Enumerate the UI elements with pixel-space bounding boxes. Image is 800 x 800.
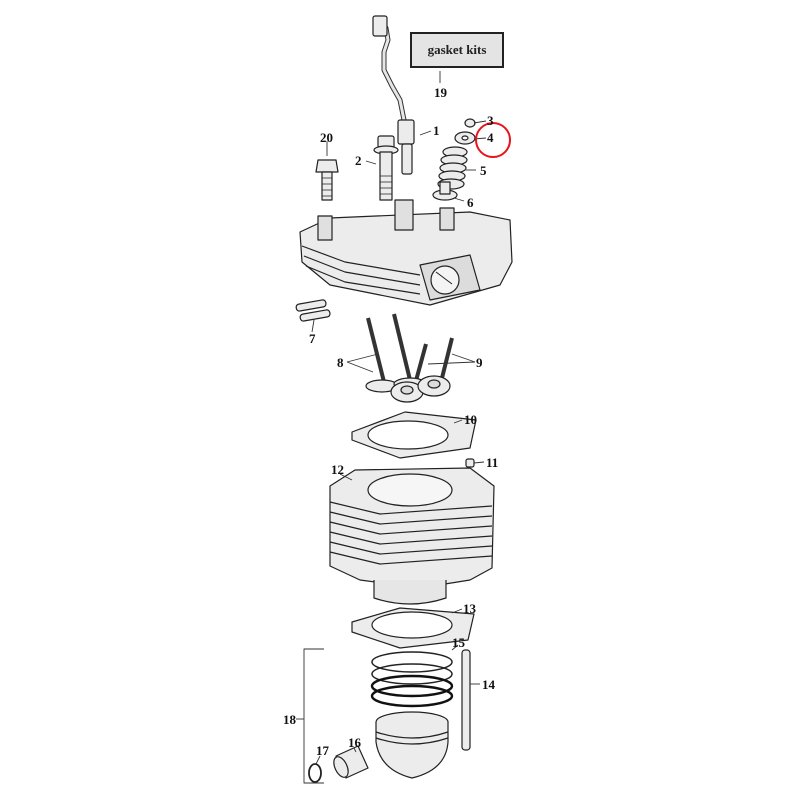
callout-1[interactable]: 1 <box>433 123 440 138</box>
callout-11[interactable]: 11 <box>486 455 499 470</box>
cylinder-illustration <box>329 467 495 605</box>
dowel-illustration <box>465 458 475 468</box>
callout-17[interactable]: 17 <box>316 743 329 758</box>
callout-19[interactable]: 19 <box>434 85 447 100</box>
dowel-pins-illustration <box>295 299 331 322</box>
callout-14[interactable]: 14 <box>482 677 495 692</box>
callout-10[interactable]: 10 <box>464 412 477 427</box>
callout-16[interactable]: 16 <box>348 735 361 750</box>
head-bolt-illustration <box>373 135 399 201</box>
callout-15[interactable]: 15 <box>452 635 465 650</box>
bolt-20-illustration <box>315 159 339 201</box>
callout-7[interactable]: 7 <box>309 331 316 346</box>
cylinder-head-illustration <box>299 199 513 306</box>
leader-lines <box>296 71 487 784</box>
piston-illustration <box>375 711 449 779</box>
callout-6[interactable]: 6 <box>467 195 474 210</box>
callout-18[interactable]: 18 <box>283 712 296 727</box>
base-gasket-illustration <box>351 607 475 649</box>
callout-13[interactable]: 13 <box>463 601 476 616</box>
spring-seat-illustration <box>432 181 458 201</box>
retainer-illustration <box>454 131 476 145</box>
circlip-illustration <box>308 763 322 783</box>
callout-4[interactable]: 4 <box>487 130 494 145</box>
valves-illustration <box>365 313 454 403</box>
oil-pressure-sender-illustration <box>372 15 415 175</box>
callout-12[interactable]: 12 <box>331 462 344 477</box>
piston-pin-illustration <box>333 745 369 779</box>
callout-5[interactable]: 5 <box>480 163 487 178</box>
head-gasket-illustration <box>351 411 477 459</box>
keeper-illustration <box>464 118 476 128</box>
gasket-kits-box[interactable]: gasket kits <box>410 32 504 68</box>
callout-2[interactable]: 2 <box>355 153 362 168</box>
callout-3[interactable]: 3 <box>487 113 494 128</box>
highlight-circle <box>475 122 511 158</box>
piston-rings-illustration <box>370 651 454 708</box>
callout-8[interactable]: 8 <box>337 355 344 370</box>
stud-illustration <box>461 649 471 751</box>
callout-9[interactable]: 9 <box>476 355 483 370</box>
gasket-kits-label: gasket kits <box>427 42 487 57</box>
callout-20[interactable]: 20 <box>320 130 333 145</box>
